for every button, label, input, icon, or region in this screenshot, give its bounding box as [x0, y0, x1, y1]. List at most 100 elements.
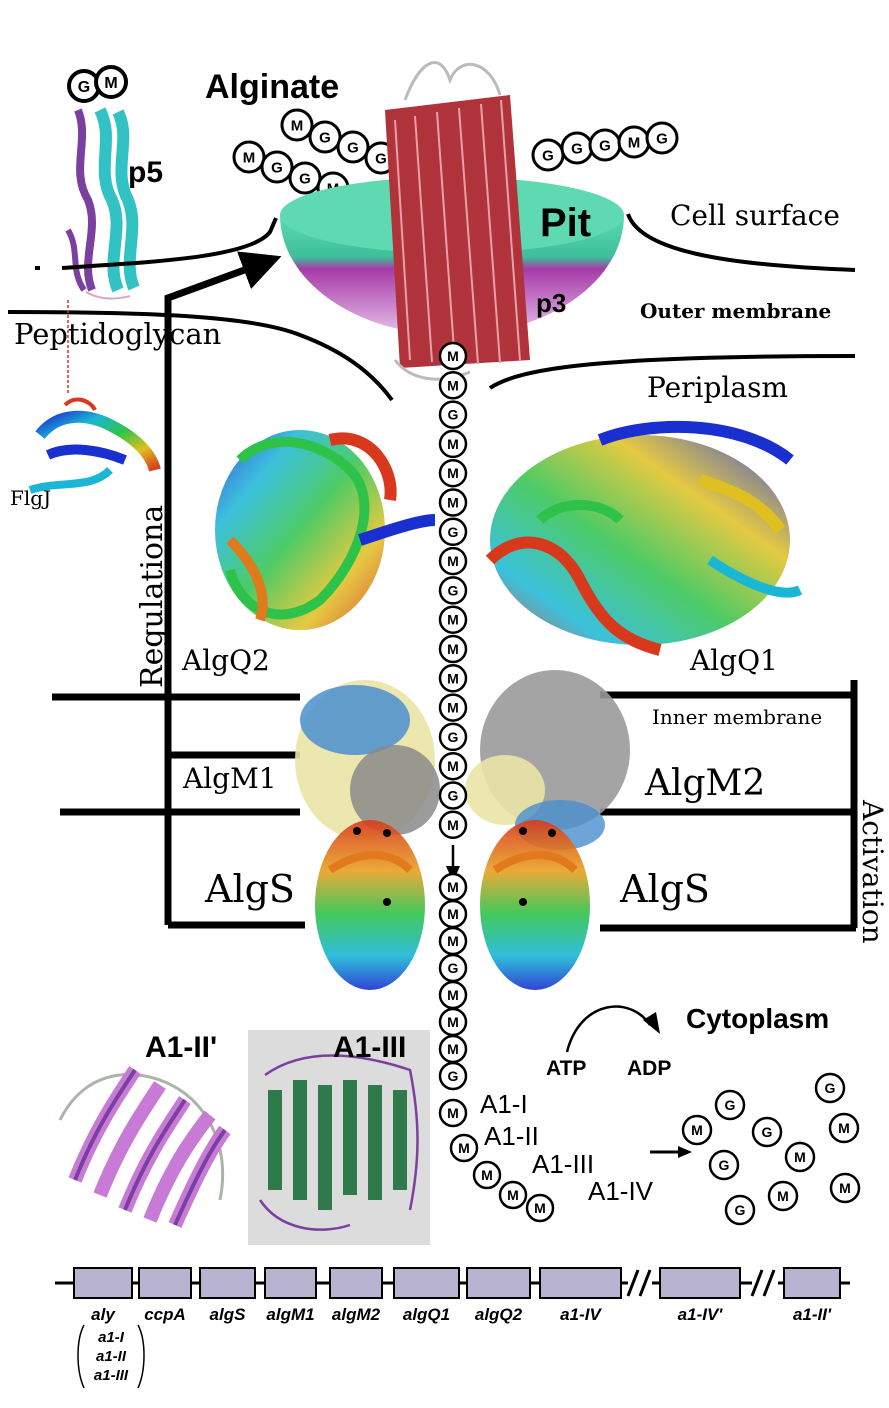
periplasm-label: Periplasm	[647, 371, 788, 404]
p3-beta-barrel	[385, 61, 530, 381]
alginate-left-bead-letter: G	[375, 150, 387, 167]
free-monomer-bead: M	[828, 1112, 860, 1144]
periplasm-chain-bead-letter: M	[447, 670, 459, 686]
cytoplasm-chain-bead: M	[438, 1098, 468, 1128]
cytoplasm-chain-bead: M	[438, 899, 468, 929]
periplasm-chain-bead-letter: G	[448, 729, 459, 745]
alginate-right-bead: G	[645, 121, 679, 155]
periplasm-chain-bead: M	[438, 488, 468, 517]
algm2-protein-structure	[465, 670, 630, 850]
cytoplasm-chain-bead: M	[472, 1160, 502, 1190]
gene-box	[199, 1267, 256, 1299]
free-monomer-bead: G	[724, 1194, 756, 1226]
a1-iv-label: A1-IV	[588, 1176, 654, 1206]
outer-membrane-lines	[7, 213, 856, 402]
gene-label: aly	[91, 1305, 116, 1324]
periplasm-chain-bead-letter: M	[447, 465, 459, 481]
gene-box	[264, 1267, 317, 1299]
free-monomer-bead: M	[767, 1180, 799, 1212]
gene-label: algQ1	[403, 1305, 450, 1324]
periplasm-chain-bead-letter: M	[447, 817, 459, 833]
alginate-left-bead-letter: M	[243, 149, 256, 166]
cytoplasm-chain-bead: M	[438, 1007, 468, 1037]
cytoplasm-chain-bead-letter: M	[447, 906, 459, 922]
regulation-label: Regulationa	[135, 505, 170, 688]
periplasm-chain-bead-letter: M	[447, 758, 459, 774]
gene-sub-label: a1-III	[94, 1367, 129, 1384]
periplasm-chain-bead: M	[438, 751, 468, 781]
alginate-right-bead: G	[588, 128, 622, 162]
free-monomer-bead: G	[751, 1116, 783, 1148]
a1-i-label: A1-I	[480, 1089, 528, 1119]
gene-box	[783, 1267, 841, 1299]
alginate-label: Alginate	[205, 68, 339, 106]
free-monomer-bead-letter: M	[777, 1188, 789, 1204]
periplasm-chain-bead-letter: M	[447, 641, 459, 657]
gene-label: algQ2	[475, 1305, 523, 1324]
pit-structure	[280, 61, 624, 381]
periplasm-chain-bead-letter: M	[447, 553, 459, 569]
algq2-label: AlgQ2	[181, 644, 270, 677]
gene-label: algM1	[266, 1305, 314, 1324]
cytoplasm-chain-bead-letter: M	[447, 1014, 459, 1030]
alginate-left-bead: M	[280, 108, 314, 142]
gene-box	[329, 1267, 383, 1299]
periplasm-chain-bead: M	[438, 546, 468, 576]
gene-box	[138, 1267, 192, 1299]
a1-ii-label: A1-II	[484, 1121, 539, 1151]
algm1-protein-structure	[295, 680, 440, 840]
cytoplasm-chain-bead-letter: M	[534, 1200, 546, 1216]
periplasm-chain-bead-letter: G	[448, 524, 459, 540]
gene-box	[539, 1267, 622, 1299]
free-monomer-bead: G	[714, 1089, 746, 1121]
periplasm-chain-bead: M	[438, 341, 468, 371]
periplasm-chain-bead: M	[438, 810, 468, 840]
free-monomer-bead-letter: M	[839, 1180, 851, 1196]
periplasm-chain-bead-letter: M	[447, 436, 459, 452]
free-monomer-bead: M	[681, 1114, 713, 1146]
free-monomer-bead: G	[814, 1072, 846, 1104]
alginate-left-bead: M	[232, 140, 266, 174]
cytoplasm-chain-bead: M	[525, 1193, 555, 1223]
cytoplasm-chain-bead: M	[449, 1133, 479, 1163]
free-monomer-bead: G	[708, 1149, 740, 1181]
periplasm-chain-bead: G	[438, 722, 468, 752]
cytoplasm-chain-bead-letter: M	[447, 987, 459, 1003]
alginate-left-bead: G	[260, 150, 294, 184]
p5-sugar-bead-letter: G	[78, 79, 90, 96]
cell-surface-label: Cell surface	[670, 199, 840, 232]
gene-label: a1-IV'	[678, 1305, 724, 1324]
free-monomer-bead-letter: M	[691, 1122, 703, 1138]
cytoplasm-chain-bead: M	[498, 1180, 528, 1210]
cytoplasm-chain-bead-letter: M	[481, 1167, 493, 1183]
alginate-right-bead-letter: G	[542, 147, 554, 164]
algq1-protein-structure	[485, 420, 803, 656]
periplasm-chain-bead-letter: M	[447, 377, 459, 393]
p5-sugar-bead-letter: M	[104, 75, 117, 92]
periplasm-chain-bead-letter: M	[447, 495, 459, 511]
alginate-left-bead-letter: G	[271, 159, 283, 176]
free-monomer-bead-letter: G	[725, 1097, 736, 1113]
inner-membrane-label: Inner membrane	[652, 705, 822, 729]
periplasm-chain-bead-letter: G	[448, 407, 459, 423]
alginate-right-bead: G	[531, 138, 565, 172]
algm2-label: AlgM2	[644, 763, 765, 804]
alginate-left-bead: G	[336, 130, 370, 164]
atp-label: ATP	[546, 1057, 586, 1080]
free-monomer-bead-letter: G	[825, 1080, 836, 1096]
periplasm-chain-bead: M	[438, 693, 468, 722]
gene-label: a1-II'	[793, 1305, 832, 1324]
free-monomer-bead-letter: M	[838, 1120, 850, 1136]
periplasm-chain-bead: M	[438, 429, 468, 459]
cytoplasm-chain-bead: M	[438, 872, 468, 902]
periplasm-chain-bead: M	[438, 371, 468, 400]
periplasm-chain-bead: M	[438, 605, 468, 634]
free-monomer-bead-letter: G	[735, 1202, 746, 1218]
